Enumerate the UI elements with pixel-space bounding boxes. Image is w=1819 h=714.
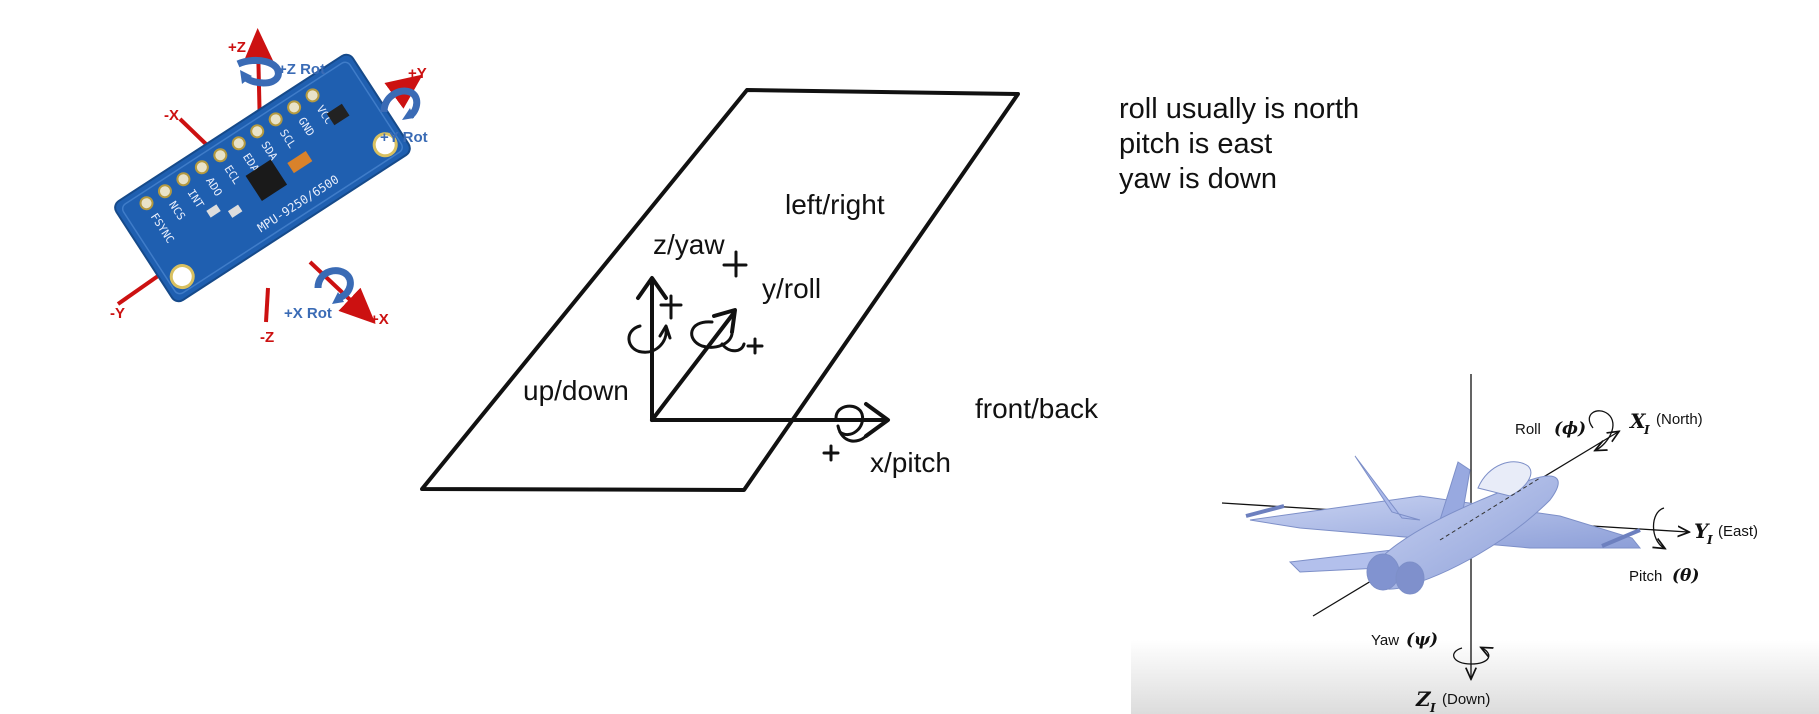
- pitch-symbol: (θ): [1672, 566, 1699, 586]
- yaw-label: Yaw: [1371, 632, 1399, 649]
- plus-x-rot-label: +X Rot: [284, 305, 332, 322]
- roll-label: Roll: [1515, 421, 1541, 438]
- pitch-rotation-icon: [1654, 507, 1665, 548]
- note-line-yaw: yaw is down: [1119, 163, 1277, 195]
- minus-x-axis: [178, 117, 210, 148]
- note-line-pitch: pitch is east: [1119, 128, 1273, 160]
- minus-y-axis: [116, 274, 160, 306]
- x-axis-symbol: X: [1628, 409, 1647, 433]
- z-axis-subscript: I: [1429, 701, 1436, 714]
- yaw-symbol: (ψ): [1406, 630, 1438, 650]
- roll-symbol: (ϕ): [1554, 419, 1586, 439]
- minus-x-label: -X: [164, 107, 179, 124]
- aircraft-axes-figure: Roll (ϕ) X I (North) Y I (East) Pitch (θ…: [1131, 374, 1819, 714]
- note-line-roll: roll usually is north: [1119, 93, 1360, 125]
- down-label: (Down): [1442, 691, 1490, 708]
- yaw-rotation-icon: [1453, 648, 1489, 665]
- roll-rotation-icon: [1588, 410, 1614, 450]
- x-axis-subscript: I: [1643, 423, 1650, 437]
- plus-x-label: +X: [370, 311, 389, 328]
- up-down-label: up/down: [523, 375, 629, 406]
- plus-z-rot-label: +Z Rot: [278, 61, 325, 78]
- capacitor: [287, 151, 313, 174]
- east-label: (East): [1718, 523, 1758, 540]
- y-rotation-arrow-icon: [380, 87, 421, 119]
- mounting-hole-icon: [169, 264, 195, 290]
- minus-z-label: -Z: [260, 329, 274, 346]
- y-axis-subscript: I: [1706, 533, 1713, 547]
- imu-chip: [245, 159, 288, 201]
- orientation-notes: roll usually is north pitch is east yaw …: [1119, 92, 1359, 197]
- plus-y-rot-label: +Y Rot: [380, 129, 428, 146]
- y-axis-line: [650, 312, 735, 422]
- roll-rotation-arrow-icon: [690, 320, 734, 349]
- plus-y-label: +Y: [408, 65, 427, 82]
- plus-x-axis: [308, 260, 376, 324]
- pitch-rotation-arrow-icon: [834, 404, 865, 437]
- pitch-label: Pitch: [1629, 568, 1662, 585]
- minus-z-axis: [264, 287, 270, 323]
- north-label: (North): [1656, 411, 1703, 428]
- sketch-plane: [420, 88, 1020, 492]
- fighter-jet-illustration: [1245, 455, 1642, 595]
- x-pitch-label: x/pitch: [870, 447, 951, 478]
- front-back-label: front/back: [975, 393, 1099, 424]
- x-rotation-arrow-icon: [314, 267, 354, 302]
- mounting-hole-icon: [372, 132, 398, 158]
- hand-sketch-diagram: [420, 88, 1020, 492]
- left-right-label: left/right: [785, 189, 885, 220]
- plus-z-label: +Z: [228, 39, 246, 56]
- yaw-rotation-arrow-icon: [627, 324, 668, 354]
- z-axis-symbol: Z: [1415, 687, 1432, 711]
- minus-y-label: -Y: [110, 305, 125, 322]
- z-rotation-arrow-icon: [236, 57, 282, 87]
- y-axis-symbol: Y: [1694, 519, 1710, 543]
- z-yaw-label: z/yaw: [653, 229, 725, 260]
- sketch-labels: z/yaw y/roll x/pitch left/right up/down …: [523, 189, 1099, 478]
- y-roll-label: y/roll: [762, 273, 821, 304]
